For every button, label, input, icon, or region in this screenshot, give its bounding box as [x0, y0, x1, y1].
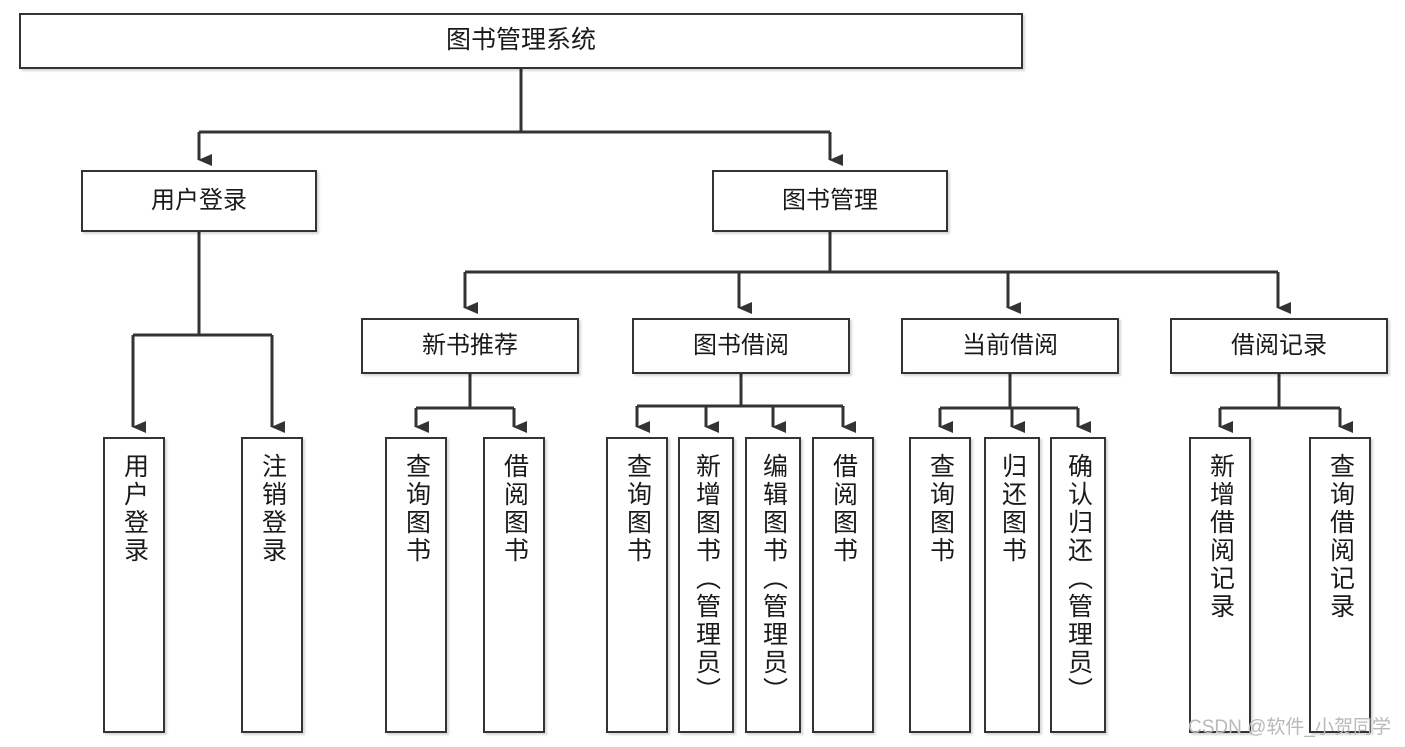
node-label: 查询图书 — [623, 453, 652, 565]
node-leaf-user-logout[interactable]: 注销登录 — [241, 437, 303, 733]
node-label: 新增借阅记录 — [1206, 453, 1235, 621]
node-label: 借阅图书 — [829, 453, 858, 565]
csdn-watermark: CSDN @软件_小贺同学 — [1188, 717, 1391, 738]
node-label: 注销登录 — [258, 453, 287, 565]
node-leaf-add-borrow-record[interactable]: 新增借阅记录 — [1189, 437, 1251, 733]
node-label: 编辑图书（管理员） — [759, 453, 788, 705]
node-leaf-add-book-admin[interactable]: 新增图书（管理员） — [678, 437, 734, 733]
node-leaf-query-book-current[interactable]: 查询图书 — [909, 437, 971, 733]
node-label: 新书推荐 — [422, 331, 518, 359]
node-book-borrow[interactable]: 图书借阅 — [632, 318, 850, 374]
node-leaf-query-book-borrow[interactable]: 查询图书 — [606, 437, 668, 733]
node-label: 借阅记录 — [1231, 331, 1327, 359]
node-leaf-edit-book-admin[interactable]: 编辑图书（管理员） — [745, 437, 801, 733]
node-label: 新增图书（管理员） — [692, 453, 721, 705]
node-label: 用户登录 — [120, 453, 149, 565]
node-leaf-query-book-recommend[interactable]: 查询图书 — [385, 437, 447, 733]
node-current-borrow[interactable]: 当前借阅 — [901, 318, 1119, 374]
node-label: 当前借阅 — [962, 331, 1058, 359]
node-leaf-query-borrow-record[interactable]: 查询借阅记录 — [1309, 437, 1371, 733]
node-label: 查询图书 — [402, 453, 431, 565]
node-label: 归还图书 — [998, 453, 1027, 565]
node-label: 确认归还（管理员） — [1064, 453, 1093, 705]
node-user-login[interactable]: 用户登录 — [81, 170, 317, 232]
node-new-book-recommend[interactable]: 新书推荐 — [361, 318, 579, 374]
node-label: 图书管理 — [782, 186, 878, 214]
node-book-manage[interactable]: 图书管理 — [712, 170, 948, 232]
node-label: 查询借阅记录 — [1326, 453, 1355, 621]
node-label: 查询图书 — [926, 453, 955, 565]
node-label: 借阅图书 — [500, 453, 529, 565]
node-label: 用户登录 — [151, 186, 247, 214]
node-borrow-record[interactable]: 借阅记录 — [1170, 318, 1388, 374]
node-leaf-user-login[interactable]: 用户登录 — [103, 437, 165, 733]
node-leaf-borrow-book-recommend[interactable]: 借阅图书 — [483, 437, 545, 733]
node-label: 图书借阅 — [693, 331, 789, 359]
node-root-system[interactable]: 图书管理系统 — [19, 13, 1023, 69]
node-label: 图书管理系统 — [445, 26, 596, 55]
node-leaf-confirm-return-admin[interactable]: 确认归还（管理员） — [1050, 437, 1106, 733]
node-leaf-return-book[interactable]: 归还图书 — [984, 437, 1040, 733]
node-leaf-borrow-book[interactable]: 借阅图书 — [812, 437, 874, 733]
